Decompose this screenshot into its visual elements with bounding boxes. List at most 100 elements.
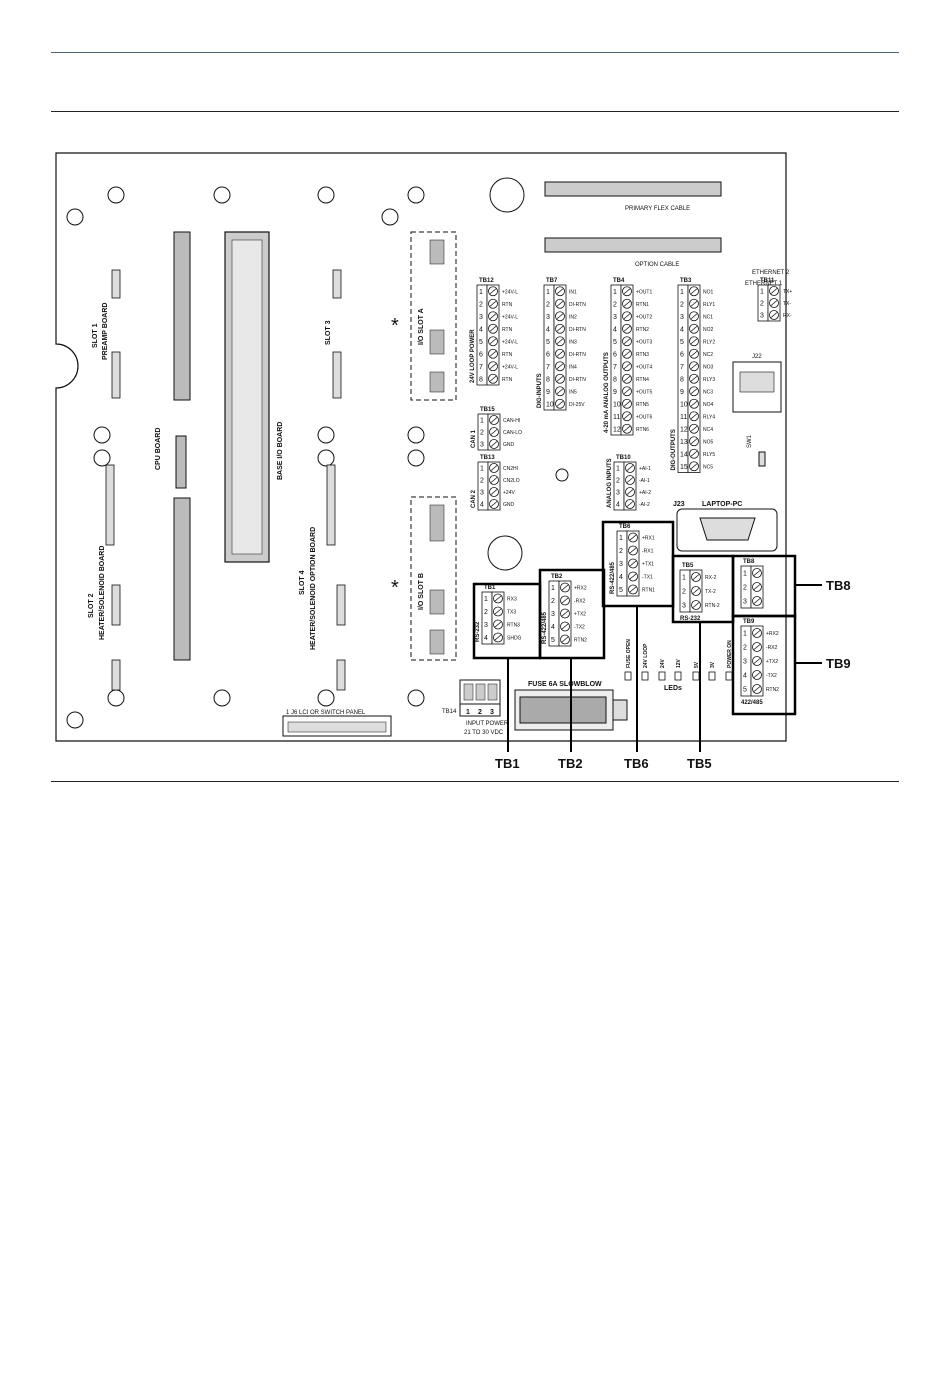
tb5-pin-3: 3	[682, 603, 686, 610]
tb7-pin-1: 1	[546, 289, 550, 296]
tb3-signal: NO5	[703, 439, 714, 445]
tb12-name: TB12	[479, 278, 494, 284]
led-indicator	[624, 671, 632, 681]
tb10-signal: -AI-1	[639, 478, 650, 484]
tb3-signal: RLY1	[703, 302, 715, 308]
tb10-signal: +AI-1	[639, 466, 651, 472]
tb6-signal: RTN1	[642, 588, 655, 594]
input-volts-label: 21 TO 30 VDC	[464, 730, 504, 736]
j6-label: 1 J6 LCI OR SWITCH PANEL	[286, 710, 366, 716]
primary-flex-label: PRIMARY FLEX CABLE	[625, 206, 690, 212]
tb11-signal: TX+	[783, 289, 792, 295]
tb3-name: TB3	[680, 278, 692, 284]
tb3-pin-12: 12	[680, 426, 688, 433]
tb7-pin-5: 5	[546, 339, 550, 346]
tb4-pin-11: 11	[613, 414, 620, 421]
tb3-pin-2: 2	[680, 301, 684, 308]
tb3-signal: NC3	[703, 389, 713, 395]
tb6-signal: +TX1	[642, 562, 654, 568]
tb1-signal: TX3	[507, 610, 516, 616]
io-slot-a	[410, 231, 457, 401]
led-label: POWER ON	[727, 640, 733, 668]
tb7-signal: IN1	[569, 289, 577, 295]
tb6-pin-2: 2	[619, 548, 623, 555]
tb7-pin-8: 8	[546, 376, 550, 383]
callout-tb9: TB9	[826, 656, 851, 671]
tb3-pin-6: 6	[680, 351, 684, 358]
heater-option-label: HEATER/SOLENOID OPTION BOARD	[310, 527, 317, 650]
preamp-label: PREAMP BOARD	[102, 303, 109, 360]
asterisk-b: *	[391, 577, 399, 599]
tb4-signal: RTN1	[636, 302, 649, 308]
ethernet2-label: ETHERNET 2	[752, 270, 790, 276]
tb15-signal: GND	[503, 442, 515, 448]
slot1-label: SLOT 1	[92, 323, 99, 348]
tb1-pin-1: 1	[484, 596, 488, 603]
tb3-signal: NC4	[703, 427, 713, 433]
tb3-pin-7: 7	[680, 364, 684, 371]
tb3-pin-15: 15	[680, 464, 688, 471]
callout-lines	[507, 584, 822, 752]
tb4-pin-5: 5	[613, 339, 617, 346]
tb6-signal: -RX1	[642, 549, 654, 555]
cpu-header-top	[173, 231, 191, 401]
tb10-signal: -AI-2	[639, 502, 650, 508]
led-label: FUSE OPEN	[626, 639, 632, 668]
tb9-signal: +TX2	[766, 659, 778, 665]
header-rule	[51, 52, 899, 53]
led-label: 5V	[694, 661, 700, 668]
tb10-pin-4: 4	[616, 502, 620, 509]
tb7-signal: IN4	[569, 364, 577, 370]
tb9-pin-1: 1	[743, 631, 747, 638]
tb15-signal: CAN-LO	[503, 430, 522, 436]
led-indicator	[674, 671, 682, 681]
tb4-signal: +OUT3	[636, 339, 652, 345]
tb4-pin-10: 10	[613, 401, 621, 408]
io-slot-b-label: I/O SLOT B	[418, 573, 425, 610]
tb2-pin-1: 1	[551, 585, 555, 592]
cpu-board-label: CPU BOARD	[155, 428, 162, 470]
tb3-pin-13: 13	[680, 439, 688, 446]
led-indicator	[725, 671, 733, 681]
slot4-label: SLOT 4	[299, 570, 306, 595]
tb10-signal: +AI-2	[639, 490, 651, 496]
tb12-signal: RTN	[502, 377, 513, 383]
tb12-title: 24V LOOP POWER	[470, 329, 476, 383]
tb3-signal: RLY2	[703, 339, 715, 345]
tb13-pin-4: 4	[480, 502, 484, 509]
tb5-signal: TX-2	[705, 589, 716, 595]
led-indicator	[708, 671, 716, 681]
tb3-pin-3: 3	[680, 314, 684, 321]
cpu-header-mid	[175, 435, 187, 489]
tb6-pin-4: 4	[619, 574, 623, 581]
tb4-pin-7: 7	[613, 364, 617, 371]
tb15-pin-1: 1	[480, 418, 484, 425]
tb4-pin-12: 12	[613, 426, 621, 433]
tb7-pin-2: 2	[546, 301, 550, 308]
slot2-label: SLOT 2	[88, 593, 95, 618]
tb10-pin-1: 1	[616, 466, 620, 473]
tb11-pin-2: 2	[760, 301, 764, 308]
tb6-signal: +RX1	[642, 536, 655, 542]
laptop-pc-label: LAPTOP-PC	[702, 501, 742, 508]
tb7-pin-4: 4	[546, 326, 550, 333]
tb2-pin-3: 3	[551, 611, 555, 618]
led-indicator	[692, 671, 700, 681]
tb7-signal: IN3	[569, 339, 577, 345]
tb3-signal: NO1	[703, 289, 714, 295]
tb4-signal: +OUT6	[636, 414, 652, 420]
tb3-signal: NO3	[703, 364, 714, 370]
tb4-signal: RTN4	[636, 377, 649, 383]
tb7-pin-3: 3	[546, 314, 550, 321]
tb9-signal: RTN2	[766, 687, 779, 693]
j22-label: J22	[752, 354, 762, 360]
tb1-title: RS-232	[475, 621, 481, 642]
tb12-signal: +24V-L	[502, 289, 518, 295]
tb3-pin-5: 5	[680, 339, 684, 346]
io-slot-a-label: I/O SLOT A	[418, 308, 425, 345]
